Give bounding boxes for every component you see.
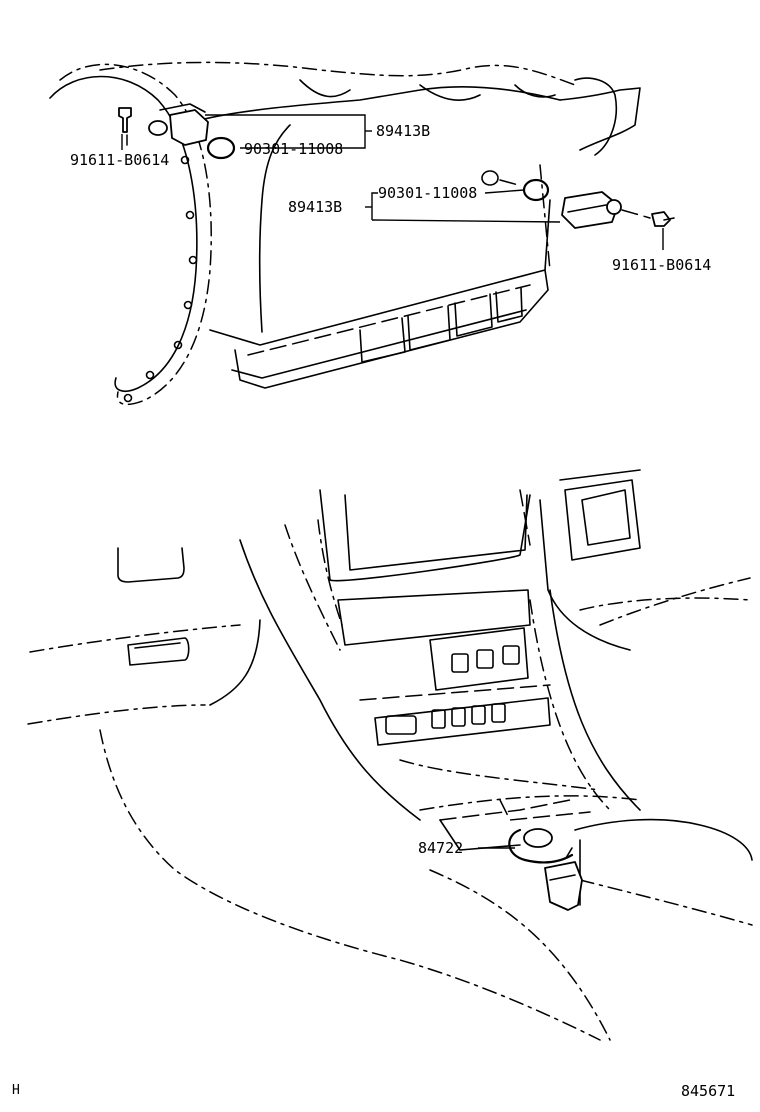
corner-code: H — [12, 1083, 20, 1098]
upper-leader-lines — [205, 114, 561, 223]
connector-wire — [508, 828, 574, 864]
bolt-right — [651, 211, 671, 227]
callout-gasket-right: 90301-11008 — [378, 184, 477, 202]
lower-callout-labels: 84722 — [418, 839, 463, 857]
connector-84722 — [544, 861, 583, 911]
connector-assembly — [478, 828, 583, 911]
gasket-right — [522, 178, 550, 202]
speed-sensor-right — [561, 191, 619, 229]
illustration-number: 845671 — [681, 1082, 735, 1100]
footer: H 845671 — [12, 1082, 735, 1100]
bolt-left — [118, 107, 132, 133]
speed-sensor-left — [169, 109, 209, 146]
callout-connector: 84722 — [418, 839, 463, 857]
callout-sensor-right: 89413B — [288, 198, 342, 216]
callout-bolt-right: 91611-B0614 — [612, 256, 711, 274]
callout-gasket-left: 90301-11008 — [244, 140, 343, 158]
callout-sensor-left: 89413B — [376, 122, 430, 140]
right-speed-sensor-group — [481, 170, 675, 250]
transmission-illustration — [49, 61, 641, 406]
console-illustration — [27, 469, 753, 1041]
callout-bolt-left: 91611-B0614 — [70, 151, 169, 169]
gasket-left — [206, 136, 236, 160]
left-speed-sensor-group — [118, 103, 236, 160]
upper-callout-labels: 91611-B0614 90301-11008 89413B 90301-110… — [70, 122, 711, 274]
